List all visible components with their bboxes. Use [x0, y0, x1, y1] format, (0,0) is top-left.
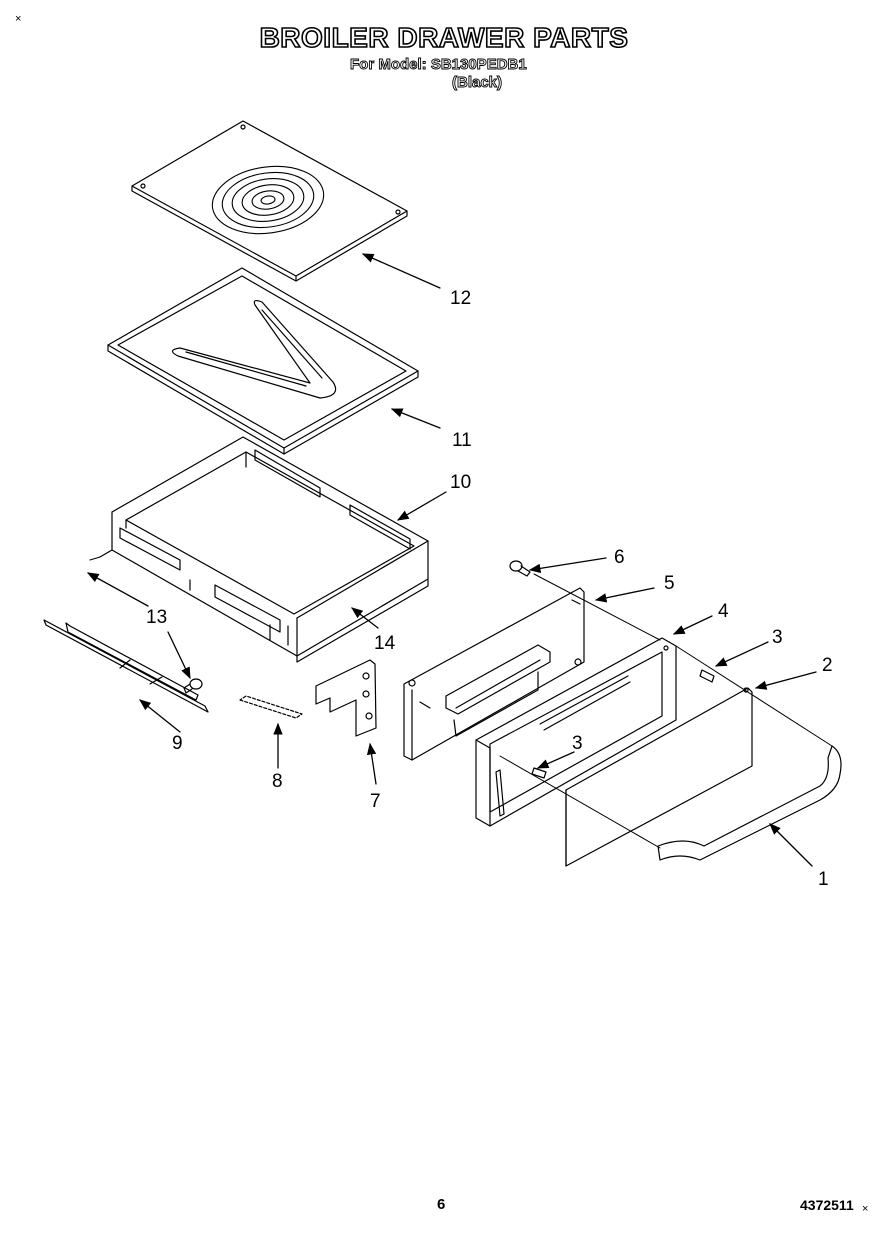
callout-5: 5	[664, 573, 675, 594]
part-12-broiler-grid	[131, 120, 408, 282]
part-13-screw	[183, 678, 203, 694]
arrow-9	[139, 699, 181, 733]
part-3-pin-upper	[699, 669, 715, 683]
callout-4: 4	[718, 601, 729, 622]
callout-14: 14	[374, 633, 396, 654]
arrow-2	[754, 671, 817, 690]
callout-3-upper: 3	[772, 627, 783, 648]
part-9-slide-rail	[43, 619, 209, 713]
callout-7: 7	[370, 791, 381, 812]
document-number: 4372511	[800, 1197, 854, 1213]
arrow-12	[361, 253, 441, 289]
callout-11: 11	[452, 430, 472, 451]
page-number: 6	[437, 1196, 446, 1213]
part-7-bracket	[315, 659, 377, 737]
callout-12: 12	[450, 288, 472, 309]
callout-1: 1	[818, 869, 829, 890]
footer-mark: ×	[862, 1203, 869, 1215]
arrow-3-lower	[536, 751, 575, 769]
arrow-3-upper	[714, 641, 769, 667]
callout-9: 9	[172, 733, 183, 754]
arrow-1	[769, 823, 813, 867]
callout-2: 2	[822, 655, 833, 676]
callout-6: 6	[614, 547, 625, 568]
callout-10: 10	[450, 472, 472, 493]
page-title: BROILER DRAWER PARTS	[259, 21, 629, 54]
arrow-11	[390, 408, 441, 429]
part-11-broiler-frame	[107, 267, 419, 455]
callout-8: 8	[272, 771, 283, 792]
arrow-4	[672, 615, 713, 635]
part-1-handle	[657, 745, 842, 861]
arrow-5	[594, 587, 655, 603]
model-line: For Model: SB130PEDB1	[350, 56, 528, 74]
arrow-13a	[86, 572, 149, 607]
part-5-inner-panel	[403, 587, 585, 761]
part-6-screw	[509, 560, 531, 577]
leader-arrows	[86, 253, 817, 867]
arrow-10	[396, 491, 447, 521]
part-4-drawer-front	[475, 637, 677, 827]
part-3-pin-lower	[531, 767, 547, 779]
corner-mark: ×	[15, 13, 22, 25]
arrow-6	[528, 557, 607, 573]
callout-3-lower: 3	[572, 733, 583, 754]
callout-13: 13	[146, 607, 168, 628]
part-2-glass-panel	[565, 687, 753, 867]
color-line: (Black)	[452, 74, 503, 92]
arrow-14	[351, 607, 379, 629]
assembly-lines	[89, 556, 833, 849]
arrow-7	[366, 742, 377, 785]
part-8-spring	[239, 695, 303, 719]
arrow-13b	[167, 631, 191, 680]
part-10-drawer-body	[99, 436, 429, 663]
